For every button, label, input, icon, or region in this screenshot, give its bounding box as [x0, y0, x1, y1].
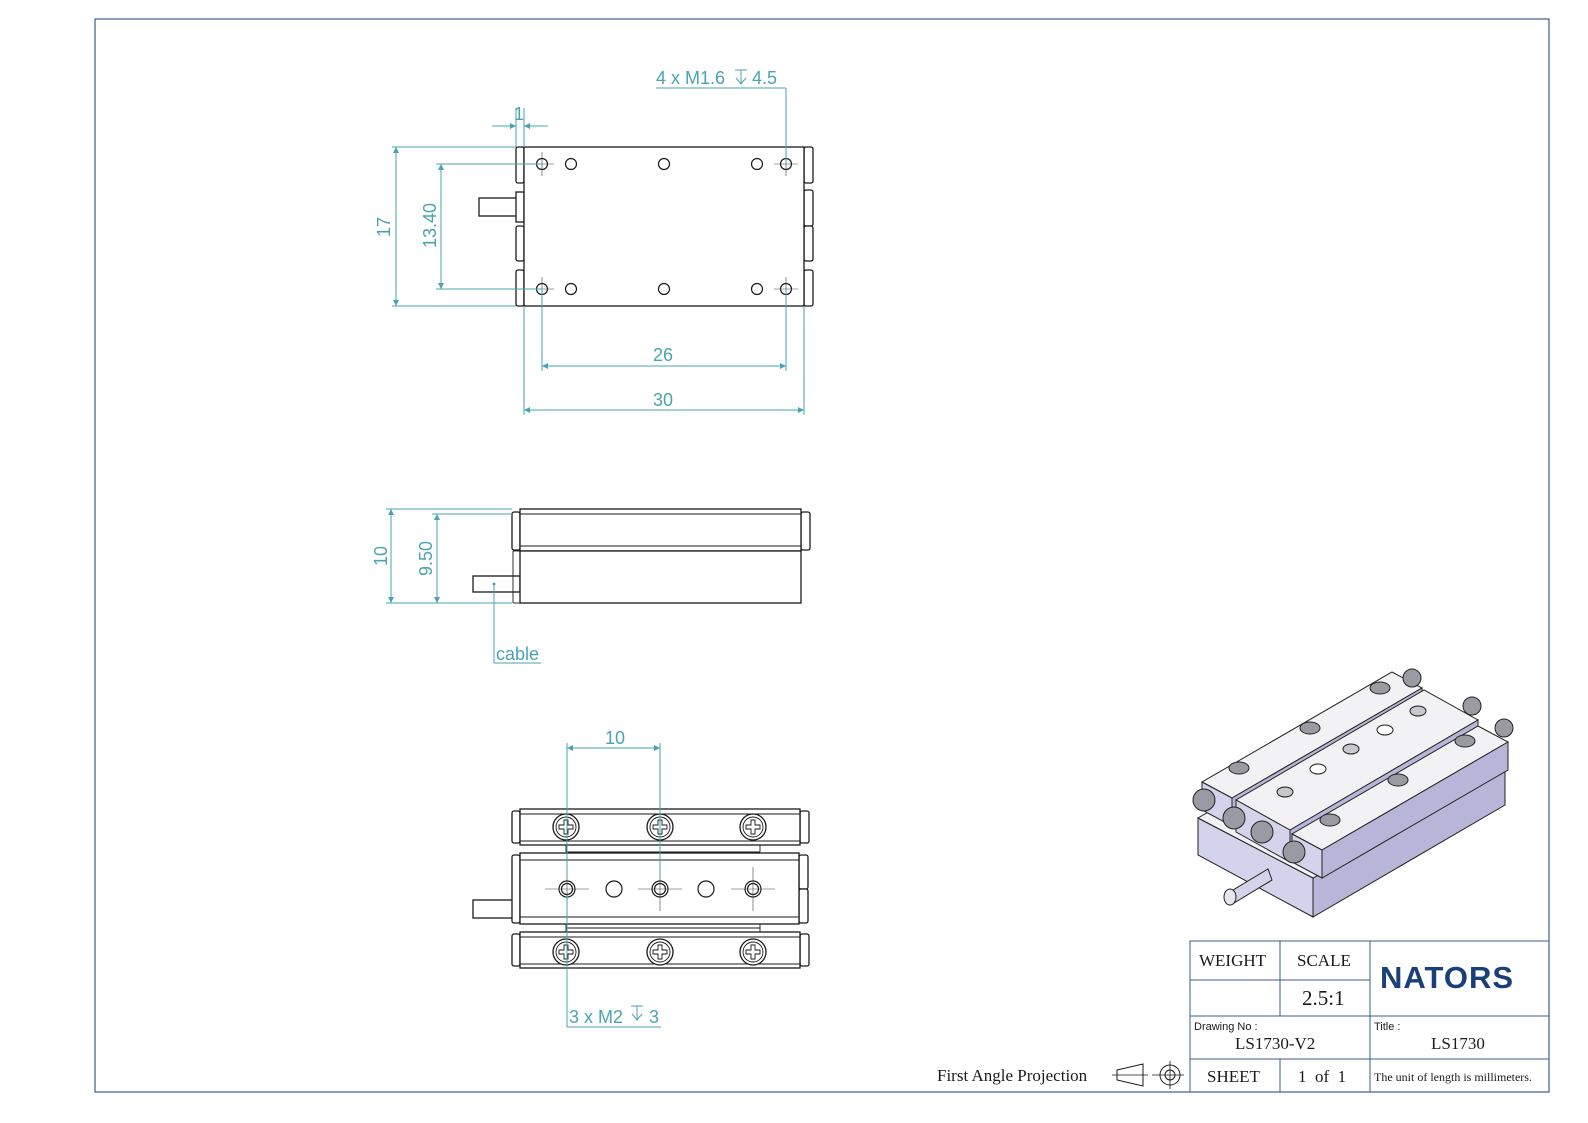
dim-height-10: 10	[371, 546, 391, 566]
top-view: 1 4 x M1.6 4.5 17 13.40 26 30	[374, 68, 814, 415]
title-block: WEIGHT SCALE 2.5:1 NATORS Drawing No : L…	[1189, 940, 1550, 1093]
company-logo: NATORS	[1380, 960, 1514, 995]
dim-offset-1: 1	[514, 104, 524, 124]
dim-height-950: 9.50	[416, 541, 436, 576]
dim-height-1340: 13.40	[420, 203, 440, 248]
drawing-no-label: Drawing No :	[1194, 1021, 1258, 1033]
projection-label: First Angle Projection	[937, 1066, 1088, 1085]
thread-depth-3: 3	[649, 1007, 659, 1027]
scale-value: 2.5:1	[1302, 986, 1345, 1010]
title-label: Title :	[1374, 1021, 1401, 1033]
cable-label: cable	[496, 644, 539, 664]
side-view: 10 9.50 cable	[371, 508, 811, 664]
thread-callout-m16: 4 x M1.6	[656, 68, 725, 88]
dim-pitch-10: 10	[605, 728, 625, 748]
weight-label: WEIGHT	[1199, 951, 1267, 970]
dim-width-30: 30	[653, 390, 673, 410]
drawing-no-value: LS1730-V2	[1235, 1034, 1315, 1053]
dim-width-26: 26	[653, 345, 673, 365]
drawing-frame	[94, 18, 1550, 1093]
bottom-view: 10 3 x M2 3	[472, 728, 810, 1028]
sheet-value: 1 of 1	[1298, 1067, 1346, 1086]
dim-height-17: 17	[374, 217, 394, 237]
sheet-label: SHEET	[1207, 1067, 1261, 1086]
title-value: LS1730	[1431, 1034, 1485, 1053]
isometric-view	[1192, 668, 1514, 918]
thread-callout-m2: 3 x M2	[569, 1007, 623, 1027]
thread-depth-45: 4.5	[752, 68, 777, 88]
units-note: The unit of length is millimeters.	[1374, 1070, 1532, 1084]
scale-label: SCALE	[1297, 951, 1351, 970]
projection-symbol: First Angle Projection	[937, 1061, 1184, 1089]
